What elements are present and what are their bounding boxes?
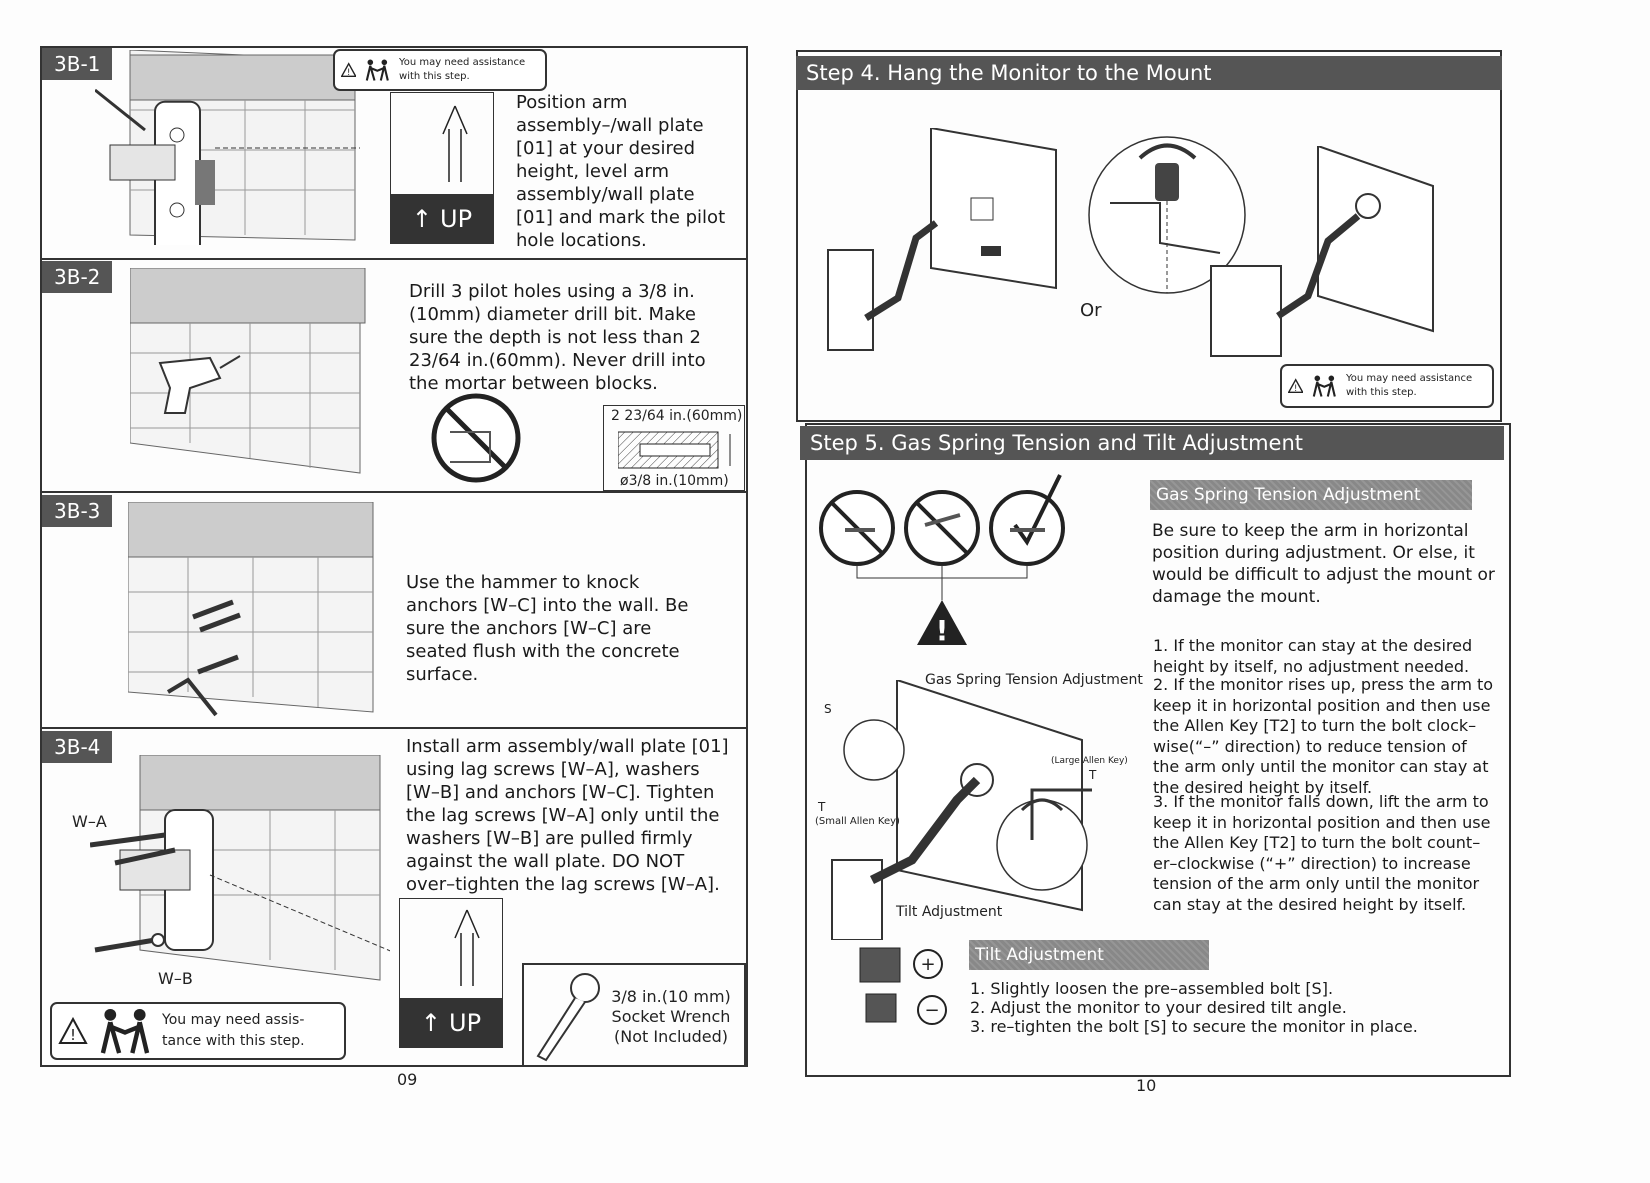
tool-text: 3/8 in.(10 mm) Socket Wrench (Not Includ…: [606, 987, 736, 1047]
two-people-icon: [1311, 369, 1338, 403]
drill-depth-hatch: [618, 430, 736, 470]
warning-icon: !: [1288, 376, 1303, 396]
gas-spring-intro: Be sure to keep the arm in horizontal po…: [1152, 520, 1497, 608]
gas-spring-step-2: 2. If the monitor rises up, press the ar…: [1153, 675, 1498, 798]
hang-monitor-illustration-left: [826, 128, 1061, 358]
warning-icon: !: [58, 1017, 88, 1045]
step-3b3-text: Use the hammer to knock anchors [W–C] in…: [406, 571, 716, 686]
svg-text:!: !: [347, 67, 350, 77]
label-wb: W–B: [158, 969, 193, 988]
up-arrow-icon: [440, 104, 470, 184]
up-label-3b4: ↑UP: [399, 998, 503, 1048]
gas-spring-step-1: 1. If the monitor can stay at the desire…: [1153, 636, 1498, 677]
assistance-note-3b4: ! You may need assis- tance with this st…: [50, 1002, 346, 1060]
step-tag-3b2: 3B-2: [42, 261, 112, 293]
assistance-note-text: You may need assistance with this step.: [399, 56, 539, 84]
svg-text:+: +: [920, 954, 935, 975]
wall-anchor-illustration: [128, 502, 378, 717]
arm-position-icons: !: [815, 470, 1070, 650]
warning-icon: !: [341, 60, 356, 80]
socket-wrench-icon: [530, 968, 610, 1063]
assistance-note-text: You may need assis- tance with this step…: [162, 1010, 305, 1052]
svg-text:!: !: [936, 614, 949, 647]
step4-title: Step 4. Hang the Monitor to the Mount: [796, 56, 1502, 90]
svg-text:!: !: [70, 1026, 76, 1044]
up-label-3b1: ↑UP: [390, 194, 494, 244]
page-number-right: 10: [1136, 1076, 1156, 1095]
wall-install-illustration: [90, 755, 390, 985]
drill-diameter-label: ø3/8 in.(10mm): [620, 473, 729, 489]
tilt-step-1: 1. Slightly loosen the pre–assembled bol…: [970, 979, 1490, 1000]
svg-text:−: −: [924, 1000, 939, 1021]
two-people-icon: [364, 53, 391, 87]
label-wa: W–A: [72, 812, 107, 831]
hang-monitor-illustration-right: [1208, 146, 1438, 361]
step-tag-3b3: 3B-3: [42, 495, 112, 527]
tilt-icons: + −: [858, 944, 958, 1030]
label-tilt: Tilt Adjustment: [896, 904, 1002, 920]
assistance-note-text: You may need assistance with this step.: [1346, 372, 1486, 400]
label-t-right: T: [1089, 768, 1096, 782]
tilt-heading: Tilt Adjustment: [969, 940, 1209, 970]
label-gas-spring: Gas Spring Tension Adjustment: [925, 672, 1143, 688]
label-small-allen-key: (Small Allen Key): [815, 816, 900, 827]
drill-depth-label: 2 23/64 in.(60mm): [611, 408, 742, 424]
svg-text:!: !: [1294, 383, 1297, 393]
gas-spring-heading: Gas Spring Tension Adjustment: [1150, 480, 1472, 510]
label-t-left: T: [818, 800, 825, 814]
tension-adjust-illustration: [812, 680, 1112, 940]
tilt-step-2: 2. Adjust the monitor to your desired ti…: [970, 998, 1490, 1019]
step-3b2-text: Drill 3 pilot holes using a 3/8 in.(10mm…: [409, 280, 727, 395]
arrow-up-icon: ↑: [412, 205, 432, 233]
divider-3: [40, 727, 748, 729]
wall-drill-illustration: [130, 268, 370, 476]
step-3b4-text: Install arm assembly/wall plate [01] usi…: [406, 735, 736, 896]
divider-2: [40, 491, 748, 493]
wall-mark-illustration: [95, 50, 360, 245]
up-arrow-icon: [452, 908, 482, 988]
page-number-left: 09: [397, 1070, 417, 1089]
step5-title: Step 5. Gas Spring Tension and Tilt Adju…: [800, 426, 1504, 460]
gas-spring-step-3: 3. If the monitor falls down, lift the a…: [1153, 792, 1498, 915]
step-3b1-text: Position arm assembly–/wall plate [01] a…: [516, 91, 732, 252]
no-drill-mortar-icon: [430, 392, 522, 484]
arrow-up-icon: ↑: [421, 1009, 441, 1037]
two-people-icon: [96, 1006, 154, 1056]
divider-1: [40, 258, 748, 260]
assistance-note-step4: ! You may need assistance with this step…: [1280, 364, 1494, 408]
label-s: S: [824, 702, 832, 716]
label-large-allen-key: (Large Allen Key): [1051, 756, 1128, 766]
tilt-step-3: 3. re–tighten the bolt [S] to secure the…: [970, 1017, 1490, 1038]
assistance-note-3b1: ! You may need assistance with this step…: [333, 49, 547, 91]
or-label: Or: [1080, 300, 1102, 321]
